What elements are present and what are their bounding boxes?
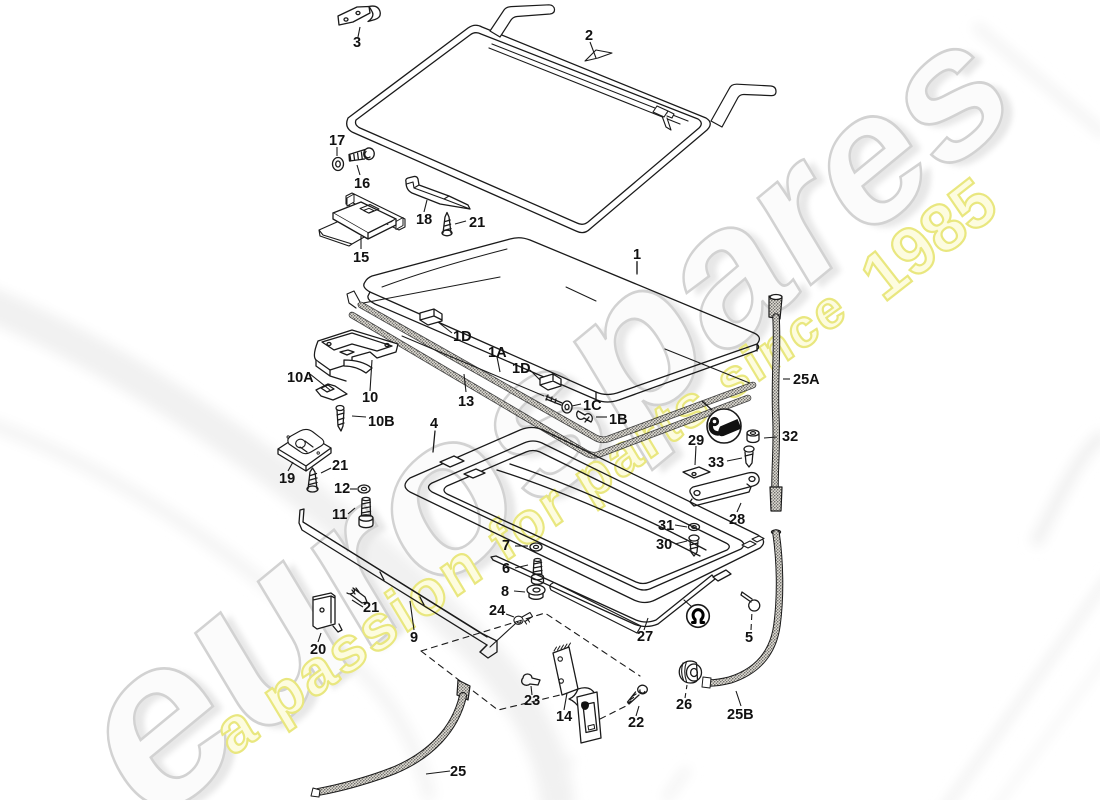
svg-text:7: 7: [502, 538, 510, 554]
svg-text:6: 6: [502, 561, 510, 577]
svg-text:33: 33: [708, 455, 724, 471]
svg-text:11: 11: [332, 507, 347, 523]
svg-text:25A: 25A: [793, 372, 820, 388]
svg-text:20: 20: [310, 642, 326, 658]
svg-text:31: 31: [658, 518, 674, 534]
svg-text:22: 22: [628, 715, 644, 731]
svg-text:1B: 1B: [609, 412, 628, 428]
svg-text:1: 1: [633, 247, 641, 263]
svg-text:28: 28: [729, 512, 745, 528]
svg-text:3: 3: [353, 35, 361, 51]
svg-text:26: 26: [676, 697, 692, 713]
svg-text:1C: 1C: [583, 398, 602, 414]
svg-text:21: 21: [363, 600, 379, 616]
svg-text:4: 4: [430, 416, 438, 432]
svg-text:9: 9: [410, 630, 418, 646]
svg-text:14: 14: [556, 709, 572, 725]
svg-text:17: 17: [329, 133, 345, 149]
svg-text:21: 21: [332, 458, 348, 474]
svg-text:29: 29: [688, 433, 704, 449]
svg-text:1D: 1D: [453, 329, 472, 345]
svg-text:8: 8: [501, 584, 509, 600]
svg-text:25: 25: [450, 764, 466, 780]
svg-text:25B: 25B: [727, 707, 754, 723]
svg-text:27: 27: [637, 629, 653, 645]
svg-text:1A: 1A: [488, 345, 507, 361]
svg-text:10: 10: [362, 390, 378, 406]
svg-text:15: 15: [353, 250, 369, 266]
svg-text:30: 30: [656, 537, 672, 553]
svg-text:10B: 10B: [368, 414, 395, 430]
svg-text:16: 16: [354, 176, 370, 192]
svg-text:18: 18: [416, 212, 432, 228]
svg-text:2: 2: [585, 28, 593, 44]
svg-text:12: 12: [334, 481, 350, 497]
svg-text:23: 23: [524, 693, 540, 709]
svg-text:5: 5: [745, 630, 753, 646]
svg-text:24: 24: [489, 603, 505, 619]
svg-text:21: 21: [469, 215, 485, 231]
svg-text:1D: 1D: [512, 361, 531, 377]
svg-text:13: 13: [458, 394, 474, 410]
svg-text:10A: 10A: [287, 370, 314, 386]
svg-text:32: 32: [782, 429, 798, 445]
svg-text:19: 19: [279, 471, 295, 487]
